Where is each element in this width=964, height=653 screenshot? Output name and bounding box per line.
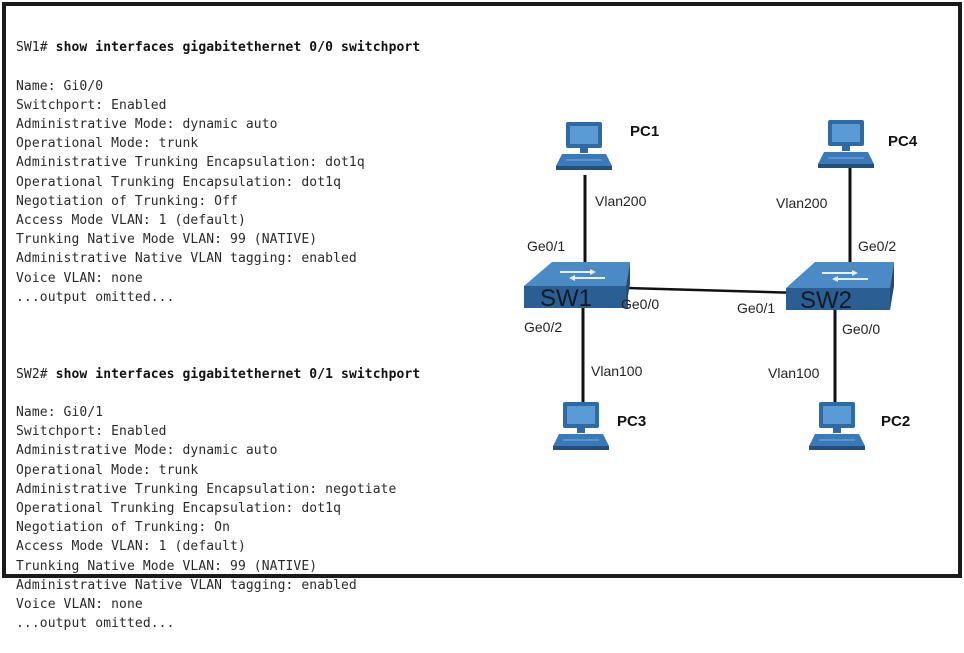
sw2-command: show interfaces gigabitethernet 0/1 swit… (55, 366, 421, 382)
pc3-icon (552, 401, 610, 451)
cli-output: SW1# show interfaces gigabitethernet 0/0… (16, 19, 420, 653)
sw2-output-line: Name: Gi0/1 (16, 405, 104, 421)
sw1-command: show interfaces gigabitethernet 0/0 swit… (55, 40, 421, 56)
sw1-label: SW1 (540, 285, 592, 312)
sw2-ge02-label: Ge0/2 (858, 238, 896, 254)
sw1-command-line: SW1# show interfaces gigabitethernet 0/0… (16, 38, 420, 57)
switch-sw1-icon: SW1 (524, 262, 630, 312)
sw1-output-line: Administrative Mode: dynamic auto (16, 117, 278, 133)
sw2-output-line: Voice VLAN: none (16, 597, 143, 613)
sw1-output-line: Voice VLAN: none (16, 270, 143, 286)
pc3-vlan-label: Vlan100 (591, 363, 643, 379)
sw1-output-line: Negotiation of Trunking: Off (16, 193, 238, 209)
sw1-ge00-label: Ge0/0 (621, 296, 659, 312)
sw1-output-line: Access Mode VLAN: 1 (default) (16, 213, 246, 229)
sw2-prompt: SW2# (16, 366, 48, 382)
sw1-ge02-label: Ge0/2 (524, 319, 562, 335)
switch-sw2-icon: SW2 (786, 262, 894, 314)
sw2-output-line: Operational Trunking Encapsulation: dot1… (16, 501, 341, 517)
sw1-ge01-label: Ge0/1 (527, 238, 565, 254)
sw2-output-line: Administrative Trunking Encapsulation: n… (16, 481, 397, 497)
sw2-output-line: Switchport: Enabled (16, 424, 167, 440)
sw1-output-line: Operational Mode: trunk (16, 136, 199, 152)
sw2-label: SW2 (800, 287, 852, 314)
pc1-icon (555, 121, 613, 171)
sw2-output-line: Operational Mode: trunk (16, 462, 199, 478)
pc2-icon (808, 401, 866, 451)
network-topology: SW1 SW2 PC1 PC4 PC3 PC2 Vlan200 Vlan200 … (524, 119, 918, 451)
sw2-ge01-label: Ge0/1 (737, 300, 775, 316)
sw2-output-line: ...output omitted... (16, 616, 175, 632)
sw1-output-line: ...output omitted... (16, 289, 175, 305)
sw2-output-line: Negotiation of Trunking: On (16, 520, 231, 536)
link-sw1-sw2 (627, 286, 801, 295)
sw2-command-line: SW2# show interfaces gigabitethernet 0/1… (16, 365, 420, 384)
sw1-output-line: Trunking Native Mode VLAN: 99 (NATIVE) (16, 232, 318, 248)
sw2-ge00-label: Ge0/0 (842, 321, 880, 337)
diagram-frame (2, 2, 962, 578)
sw1-output-line: Switchport: Enabled (16, 97, 167, 113)
pc2-vlan-label: Vlan100 (768, 365, 820, 381)
sw2-output-line: Administrative Mode: dynamic auto (16, 443, 278, 459)
pc4-vlan-label: Vlan200 (776, 195, 828, 211)
sw1-output-line: Operational Trunking Encapsulation: dot1… (16, 174, 341, 190)
sw1-output-line: Administrative Native VLAN tagging: enab… (16, 251, 357, 267)
pc1-vlan-label: Vlan200 (595, 193, 647, 209)
pc2-label: PC2 (881, 413, 910, 430)
pc4-label: PC4 (888, 133, 918, 150)
pc1-label: PC1 (630, 123, 659, 140)
sw2-output-line: Access Mode VLAN: 1 (default) (16, 539, 246, 555)
pc4-icon (817, 119, 875, 169)
sw1-output-line: Name: Gi0/0 (16, 78, 104, 94)
sw2-output-line: Trunking Native Mode VLAN: 99 (NATIVE) (16, 558, 318, 574)
sw1-output-line: Administrative Trunking Encapsulation: d… (16, 155, 365, 171)
sw1-prompt: SW1# (16, 40, 48, 56)
pc3-label: PC3 (617, 413, 646, 430)
